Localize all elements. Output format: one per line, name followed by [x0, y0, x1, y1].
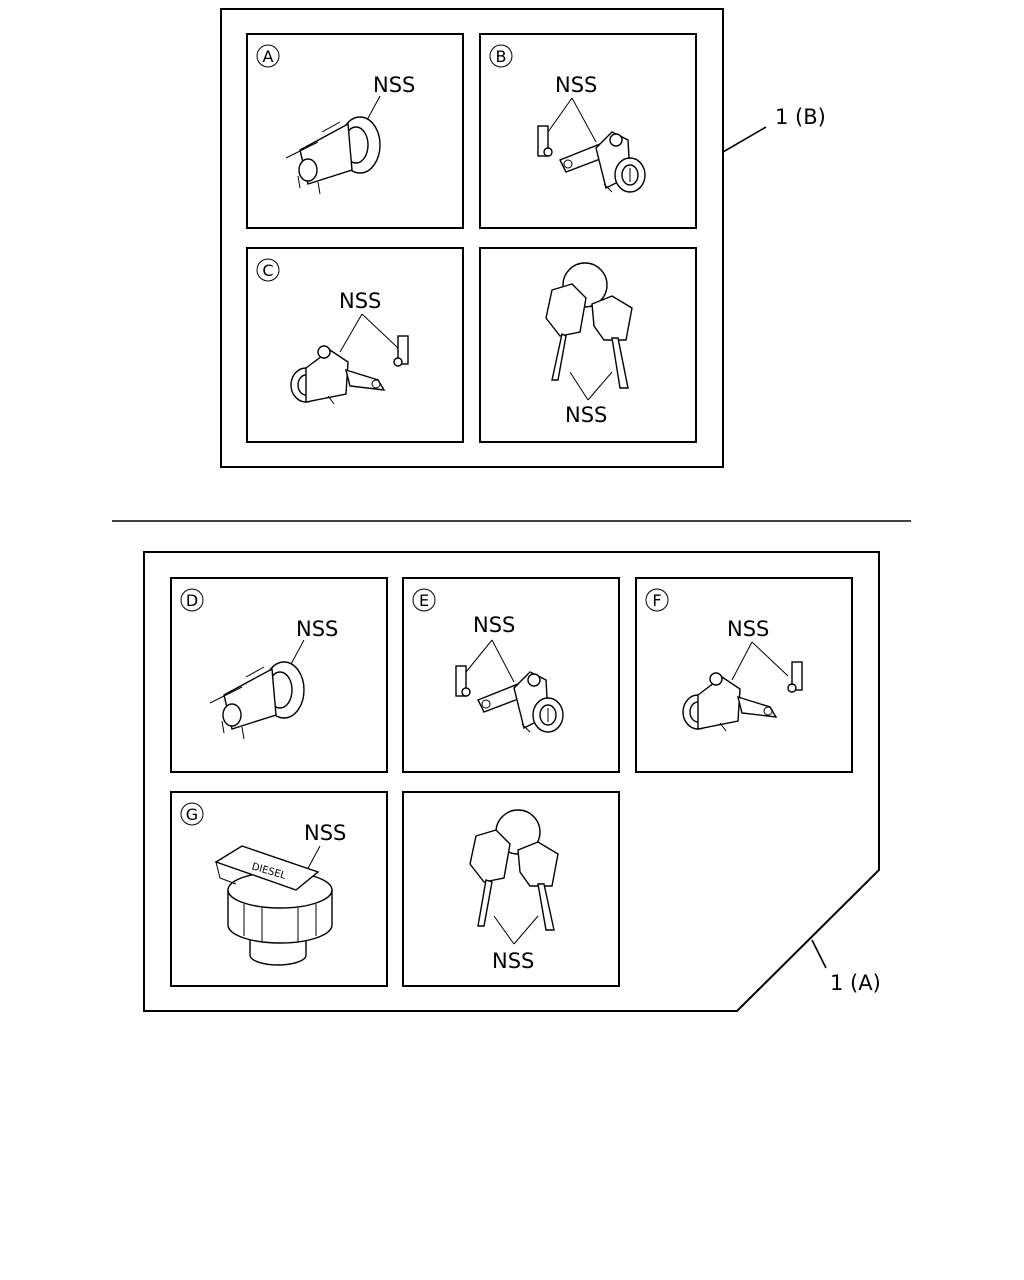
panel-g-letter-badge: [180, 802, 204, 826]
panel-b: B NSS: [479, 33, 697, 229]
panel-d: D NSS: [170, 577, 388, 773]
panel-keys-b-leader-1: [569, 371, 589, 401]
panel-g-leader: [305, 845, 321, 873]
panel-b-letter-badge: [489, 44, 513, 68]
panel-g-letter: G: [186, 805, 198, 824]
panel-e-nss-label: NSS: [473, 613, 515, 637]
panel-f-frame: [635, 577, 853, 773]
panel-a-leader: [365, 95, 381, 123]
lock-cylinder-with-clip-icon: [455, 665, 564, 733]
group-b: 1 (B) A NSS B NSS: [220, 8, 826, 468]
panel-f-nss-label: NSS: [727, 617, 769, 641]
panel-b-nss-label: NSS: [555, 73, 597, 97]
panel-c-nss-label: NSS: [339, 289, 381, 313]
panel-g-nss-label: NSS: [304, 821, 346, 845]
panel-c-leader-1: [339, 313, 363, 353]
panel-c-letter-badge: [256, 258, 280, 282]
panel-e-letter-badge: [412, 588, 436, 612]
panel-keys-b: NSS: [479, 247, 697, 443]
panel-c: C NSS: [246, 247, 464, 443]
group-a-leader: [811, 939, 827, 969]
panel-f-leader-1: [731, 641, 753, 681]
door-lock-cylinder-icon: [209, 661, 305, 740]
group-a: 1 (A) D NSS E NSS: [143, 551, 881, 1012]
panel-keys-a-leader-2: [513, 915, 539, 945]
panel-b-leader-2: [571, 97, 597, 143]
panel-e-letter: E: [419, 591, 429, 610]
lock-cylinder-with-clip-icon: [290, 335, 409, 405]
group-b-leader: [722, 126, 767, 153]
key-set-icon: [545, 262, 633, 389]
panel-keys-b-nss-label: NSS: [565, 403, 607, 427]
panel-a: A NSS: [246, 33, 464, 229]
panel-c-leader-2: [361, 313, 399, 349]
panel-keys-a-leader-1: [493, 915, 515, 945]
panel-a-letter: A: [263, 47, 274, 66]
panel-e: E NSS: [402, 577, 620, 773]
panel-c-frame: [246, 247, 464, 443]
panel-b-letter: B: [496, 47, 507, 66]
lock-cylinder-with-clip-icon: [537, 125, 646, 193]
panel-e-frame: [402, 577, 620, 773]
panel-keys-a: NSS: [402, 791, 620, 987]
door-lock-cylinder-icon: [285, 116, 381, 195]
lock-cylinder-with-clip-icon: [682, 661, 803, 732]
panel-f-leader-2: [751, 641, 789, 677]
panel-keys-a-nss-label: NSS: [492, 949, 534, 973]
panel-d-letter-badge: [180, 588, 204, 612]
panel-a-letter-badge: [256, 44, 280, 68]
group-a-callout: 1 (A): [830, 971, 881, 995]
panel-b-frame: [479, 33, 697, 229]
panel-f-letter: F: [652, 591, 661, 610]
panel-a-nss-label: NSS: [373, 73, 415, 97]
panel-f-letter-badge: [645, 588, 669, 612]
panel-d-nss-label: NSS: [296, 617, 338, 641]
panel-g: G NSS DIESEL: [170, 791, 388, 987]
panel-d-leader: [289, 639, 305, 667]
panel-f: F NSS: [635, 577, 853, 773]
panel-b-leader-1: [547, 97, 573, 133]
panel-d-letter: D: [186, 591, 198, 610]
panel-c-letter: C: [262, 261, 273, 280]
panel-e-leader-2: [491, 639, 515, 683]
fuel-cap-icon: DIESEL: [214, 845, 333, 966]
key-set-icon: [469, 809, 559, 931]
panel-e-leader-1: [465, 639, 493, 673]
group-b-callout: 1 (B): [775, 105, 826, 129]
panel-keys-b-leader-2: [587, 371, 613, 401]
